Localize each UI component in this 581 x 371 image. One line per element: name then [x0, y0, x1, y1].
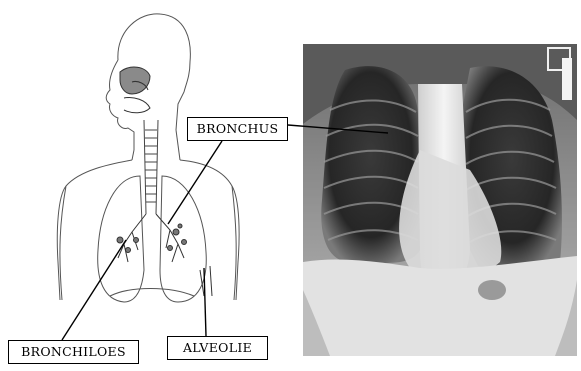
trachea — [144, 120, 158, 214]
alveolie-leader — [204, 268, 206, 336]
bronchus-leader-drawing — [168, 141, 222, 224]
bronchiloes-label: BRONCHILOES — [8, 340, 139, 364]
right-lung — [160, 176, 206, 302]
bronchiloes-leader — [62, 240, 126, 340]
alveolie-label: ALVEOLIE — [167, 336, 268, 360]
chest-xray — [303, 44, 577, 356]
anatomy-drawing — [57, 14, 239, 302]
bronchus-label: BRONCHUS — [187, 117, 288, 141]
torso-outline — [57, 160, 132, 300]
